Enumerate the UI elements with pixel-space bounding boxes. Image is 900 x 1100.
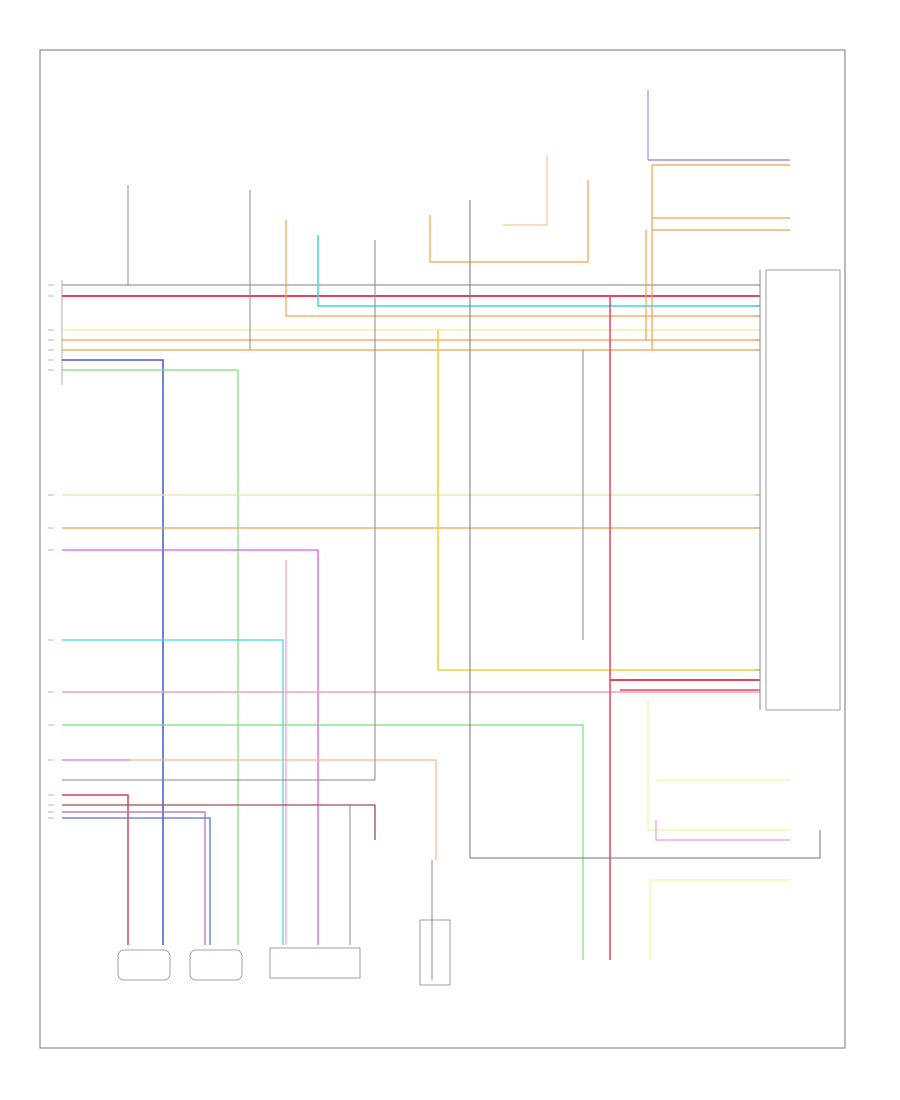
wire-blue-bundle xyxy=(62,817,211,945)
label-block-top-3 xyxy=(400,105,448,150)
wire-orange-top-switch xyxy=(429,180,589,263)
wire-magenta-mid xyxy=(62,549,319,945)
wire-peach-lower xyxy=(62,759,437,860)
wire-cyan-to-module xyxy=(317,235,760,307)
label-block-top-2 xyxy=(255,105,303,160)
wire-pink-right-lower xyxy=(655,820,790,841)
wire-green-vertical xyxy=(62,369,239,945)
wires-layer xyxy=(62,90,821,960)
sensor-box-2 xyxy=(189,949,243,981)
wire-green-lower xyxy=(62,724,584,960)
wire-darkred-bundle xyxy=(62,804,376,840)
wire-cyan-lower xyxy=(62,639,284,945)
gray-lines-layer xyxy=(62,185,761,980)
wire-yellow-diagonal xyxy=(437,330,760,671)
left-pin-marks xyxy=(48,284,54,819)
wire-pinkish-bundle xyxy=(62,811,206,945)
right-pin-marks xyxy=(755,284,760,691)
sensor-box-1 xyxy=(117,949,171,981)
wire-red-bundle xyxy=(62,794,129,945)
right-module-box xyxy=(765,269,841,711)
wire-orange-to-module xyxy=(285,220,760,317)
label-blocks xyxy=(100,105,448,160)
wire-lightyellow-right xyxy=(647,700,790,831)
bottom-components xyxy=(117,919,451,986)
sensor-box-3 xyxy=(269,947,361,979)
diagram-frame xyxy=(39,49,846,1049)
wire-orange-top-2 xyxy=(503,155,548,226)
switch-box-bottom xyxy=(419,919,451,986)
wire-blue-vertical xyxy=(62,359,164,945)
wire-gray-long xyxy=(469,200,821,859)
label-block-top-1 xyxy=(100,105,158,145)
